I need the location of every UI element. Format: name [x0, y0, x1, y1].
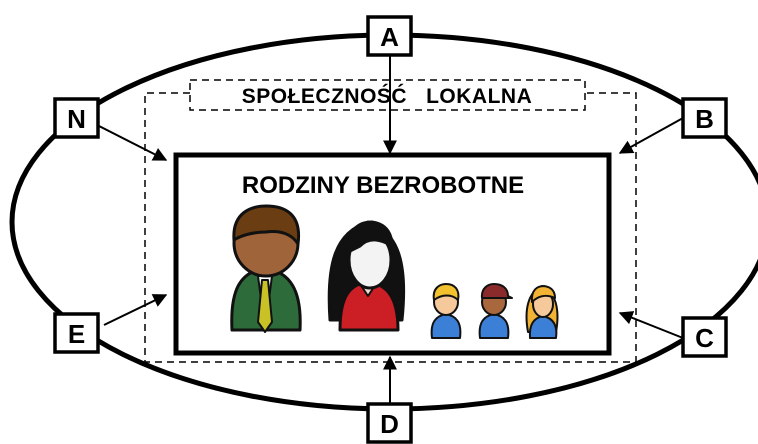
- arrow-e: [103, 294, 168, 326]
- community-label: SPOŁECZNOŚĆ LOKALNA: [242, 84, 533, 108]
- node-n-label: N: [67, 104, 86, 134]
- node-a: A: [366, 15, 413, 57]
- community-boundary: SPOŁECZNOŚĆ LOKALNA: [144, 79, 637, 363]
- node-n: N: [53, 97, 100, 139]
- woman-icon: [327, 220, 406, 332]
- boy-cap-icon: [478, 283, 513, 339]
- node-b-label: B: [695, 104, 714, 134]
- arrow-c: [618, 311, 684, 339]
- node-c: C: [681, 316, 728, 358]
- node-d: D: [366, 402, 413, 444]
- families-label: RODZINY BEZROBOTNE: [242, 172, 524, 199]
- node-e: E: [53, 312, 100, 354]
- arrows: [98, 56, 684, 404]
- community-label-box: [189, 79, 586, 111]
- node-b: B: [681, 97, 728, 139]
- node-e-label: E: [68, 319, 85, 349]
- man-icon: [230, 204, 302, 333]
- girl-icon: [525, 285, 559, 339]
- boy-icon: [430, 283, 462, 339]
- arrow-n: [98, 125, 168, 161]
- arrow-b: [618, 117, 684, 154]
- node-d-label: D: [380, 409, 399, 439]
- node-a-label: A: [380, 22, 399, 52]
- node-c-label: C: [695, 323, 714, 353]
